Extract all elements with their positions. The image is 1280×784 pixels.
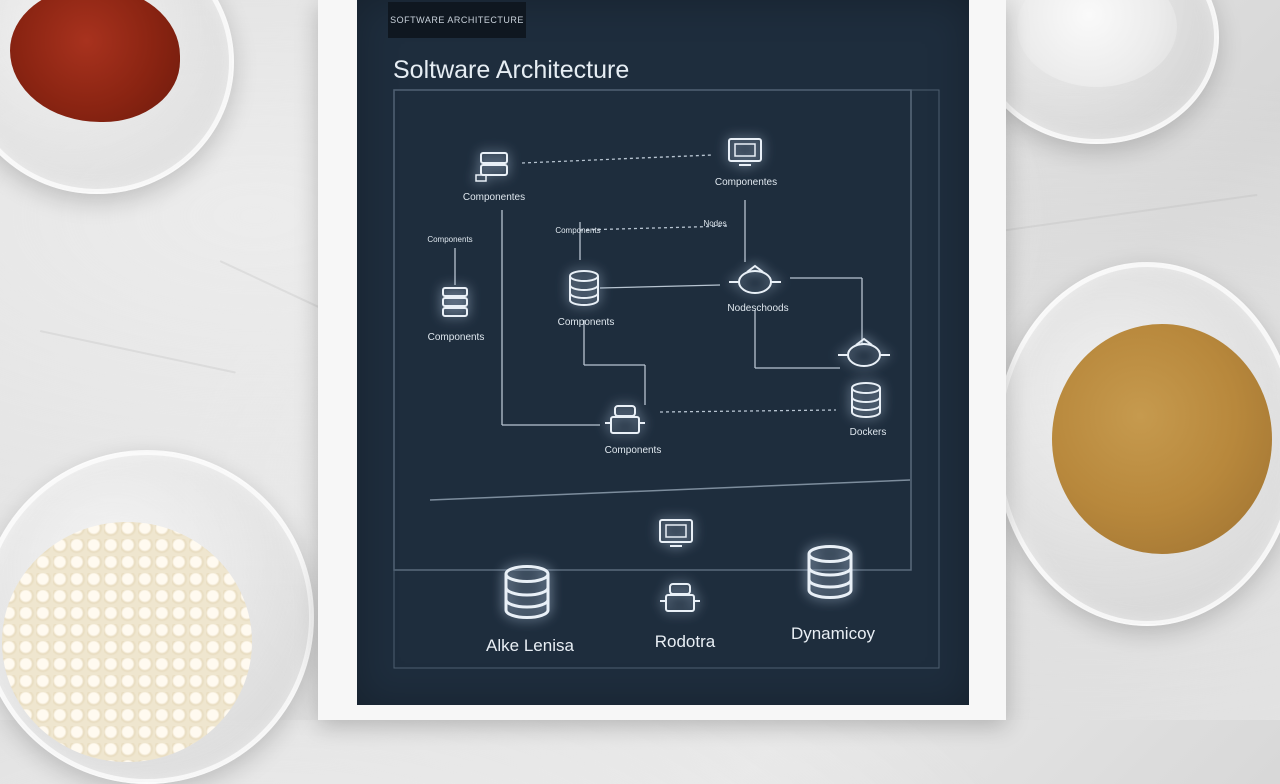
- connector-lines: [454, 154, 863, 426]
- small-label: Components: [427, 235, 472, 244]
- page-title: Soltware Architecture: [393, 56, 630, 84]
- node-label: Components: [605, 445, 662, 456]
- bottom-label: Rodotra: [655, 632, 716, 651]
- section-divider: [429, 479, 911, 501]
- database-icon: [851, 382, 881, 418]
- header-badge: Software Architecture: [388, 2, 526, 38]
- cloud-node-icon: [728, 265, 782, 294]
- robot-icon: [659, 583, 701, 612]
- robot-icon: [604, 405, 646, 434]
- node-label: Nodeschoods: [727, 303, 788, 314]
- node-label: Componentes: [715, 177, 777, 188]
- small-label: Nodes: [703, 219, 726, 228]
- server-icon: [475, 152, 508, 182]
- paprika-powder: [10, 0, 180, 122]
- spice-powder: [1052, 324, 1272, 554]
- salt-bowl: [975, 0, 1219, 144]
- stack-icon: [442, 287, 468, 317]
- monitor-icon: [659, 519, 693, 547]
- outer-frame: [393, 89, 940, 669]
- architecture-diagram: Componentes Componentes Components Compo…: [393, 89, 940, 669]
- database-icon: [504, 565, 550, 619]
- bottom-label: Dynamicoy: [791, 624, 876, 643]
- node-label: Dockers: [850, 427, 887, 438]
- database-icon: [569, 270, 599, 306]
- node-label: Components: [428, 332, 485, 343]
- node-label: Components: [558, 317, 615, 328]
- cloud-node-icon: [837, 338, 891, 367]
- small-label: Components: [555, 226, 600, 235]
- monitor-icon: [728, 138, 762, 166]
- node-label: Componentes: [463, 192, 525, 203]
- architecture-panel: [357, 0, 969, 705]
- bottom-label: Alke Lenisa: [486, 636, 574, 655]
- database-icon: [807, 545, 853, 599]
- paprika-bowl: [0, 0, 234, 194]
